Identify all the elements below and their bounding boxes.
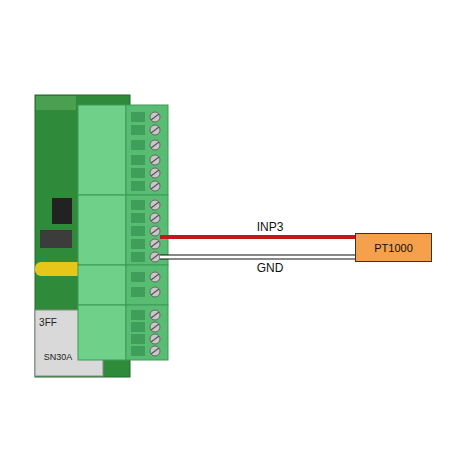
screw-slot [151,324,159,330]
chip [52,198,72,224]
screw-slot [151,114,159,120]
wire-entry [131,112,145,122]
wire-entry [131,322,145,332]
wire-entry [131,168,145,178]
wire-entry [131,334,145,344]
screw [150,213,160,223]
signal-name: INP3 [256,221,285,233]
screw-slot [151,202,159,208]
wire-entry [131,252,145,262]
screw-slot [151,254,159,260]
screw [150,322,160,332]
screw-column [126,105,168,195]
pcb-pad [36,96,76,110]
pcb-edge [35,95,130,377]
screw [150,334,160,344]
white-wire [160,256,355,259]
wire-entry [131,200,145,210]
screw-slot [151,348,159,354]
wire-entry [131,155,145,165]
screw [150,310,160,320]
screw-slot [151,228,159,234]
plug-part [78,265,126,305]
screw [150,181,160,191]
wire-entry [131,181,145,191]
sensor-name: PT1000 [374,242,413,254]
pcb [35,95,130,377]
wire-entry [131,226,145,236]
screw [150,252,160,262]
screw [150,200,160,210]
screw-slot [151,142,159,148]
wire-entry [131,346,145,356]
wire-entry [131,239,145,249]
screw-slot [151,215,159,221]
screw [150,272,160,282]
white-wire-outline [160,255,355,260]
screw-slot [151,336,159,342]
screw [150,168,160,178]
screw-slot [151,289,159,295]
screw-slot [151,312,159,318]
sensor-box: PT1000 [355,233,432,262]
wire-entry [131,140,145,150]
wire-entry [131,125,145,135]
screw-slot [151,157,159,163]
plug-part [78,105,126,195]
screw [150,239,160,249]
screw-column [126,305,168,360]
screw-slot [151,241,159,247]
screw-column [126,265,168,305]
relay-marking: SN30A [43,353,74,362]
relay-marking: 3FF [38,318,58,328]
terminal-block [78,105,168,360]
wire-entry [131,310,145,320]
screw-slot [151,274,159,280]
screw-slot [151,183,159,189]
signal-name: GND [256,262,285,274]
screw [150,140,160,150]
screw [150,226,160,236]
wire-entry [131,213,145,223]
red-wire [160,235,355,239]
screw-slot [151,170,159,176]
wire-entry [131,272,145,282]
screw [150,125,160,135]
screw [150,287,160,297]
plug-part [78,305,126,360]
screw [150,155,160,165]
wire-entry [131,287,145,297]
plug-part [78,195,126,265]
screw [150,346,160,356]
chip [40,230,72,248]
screw [150,112,160,122]
screw-slot [151,127,159,133]
